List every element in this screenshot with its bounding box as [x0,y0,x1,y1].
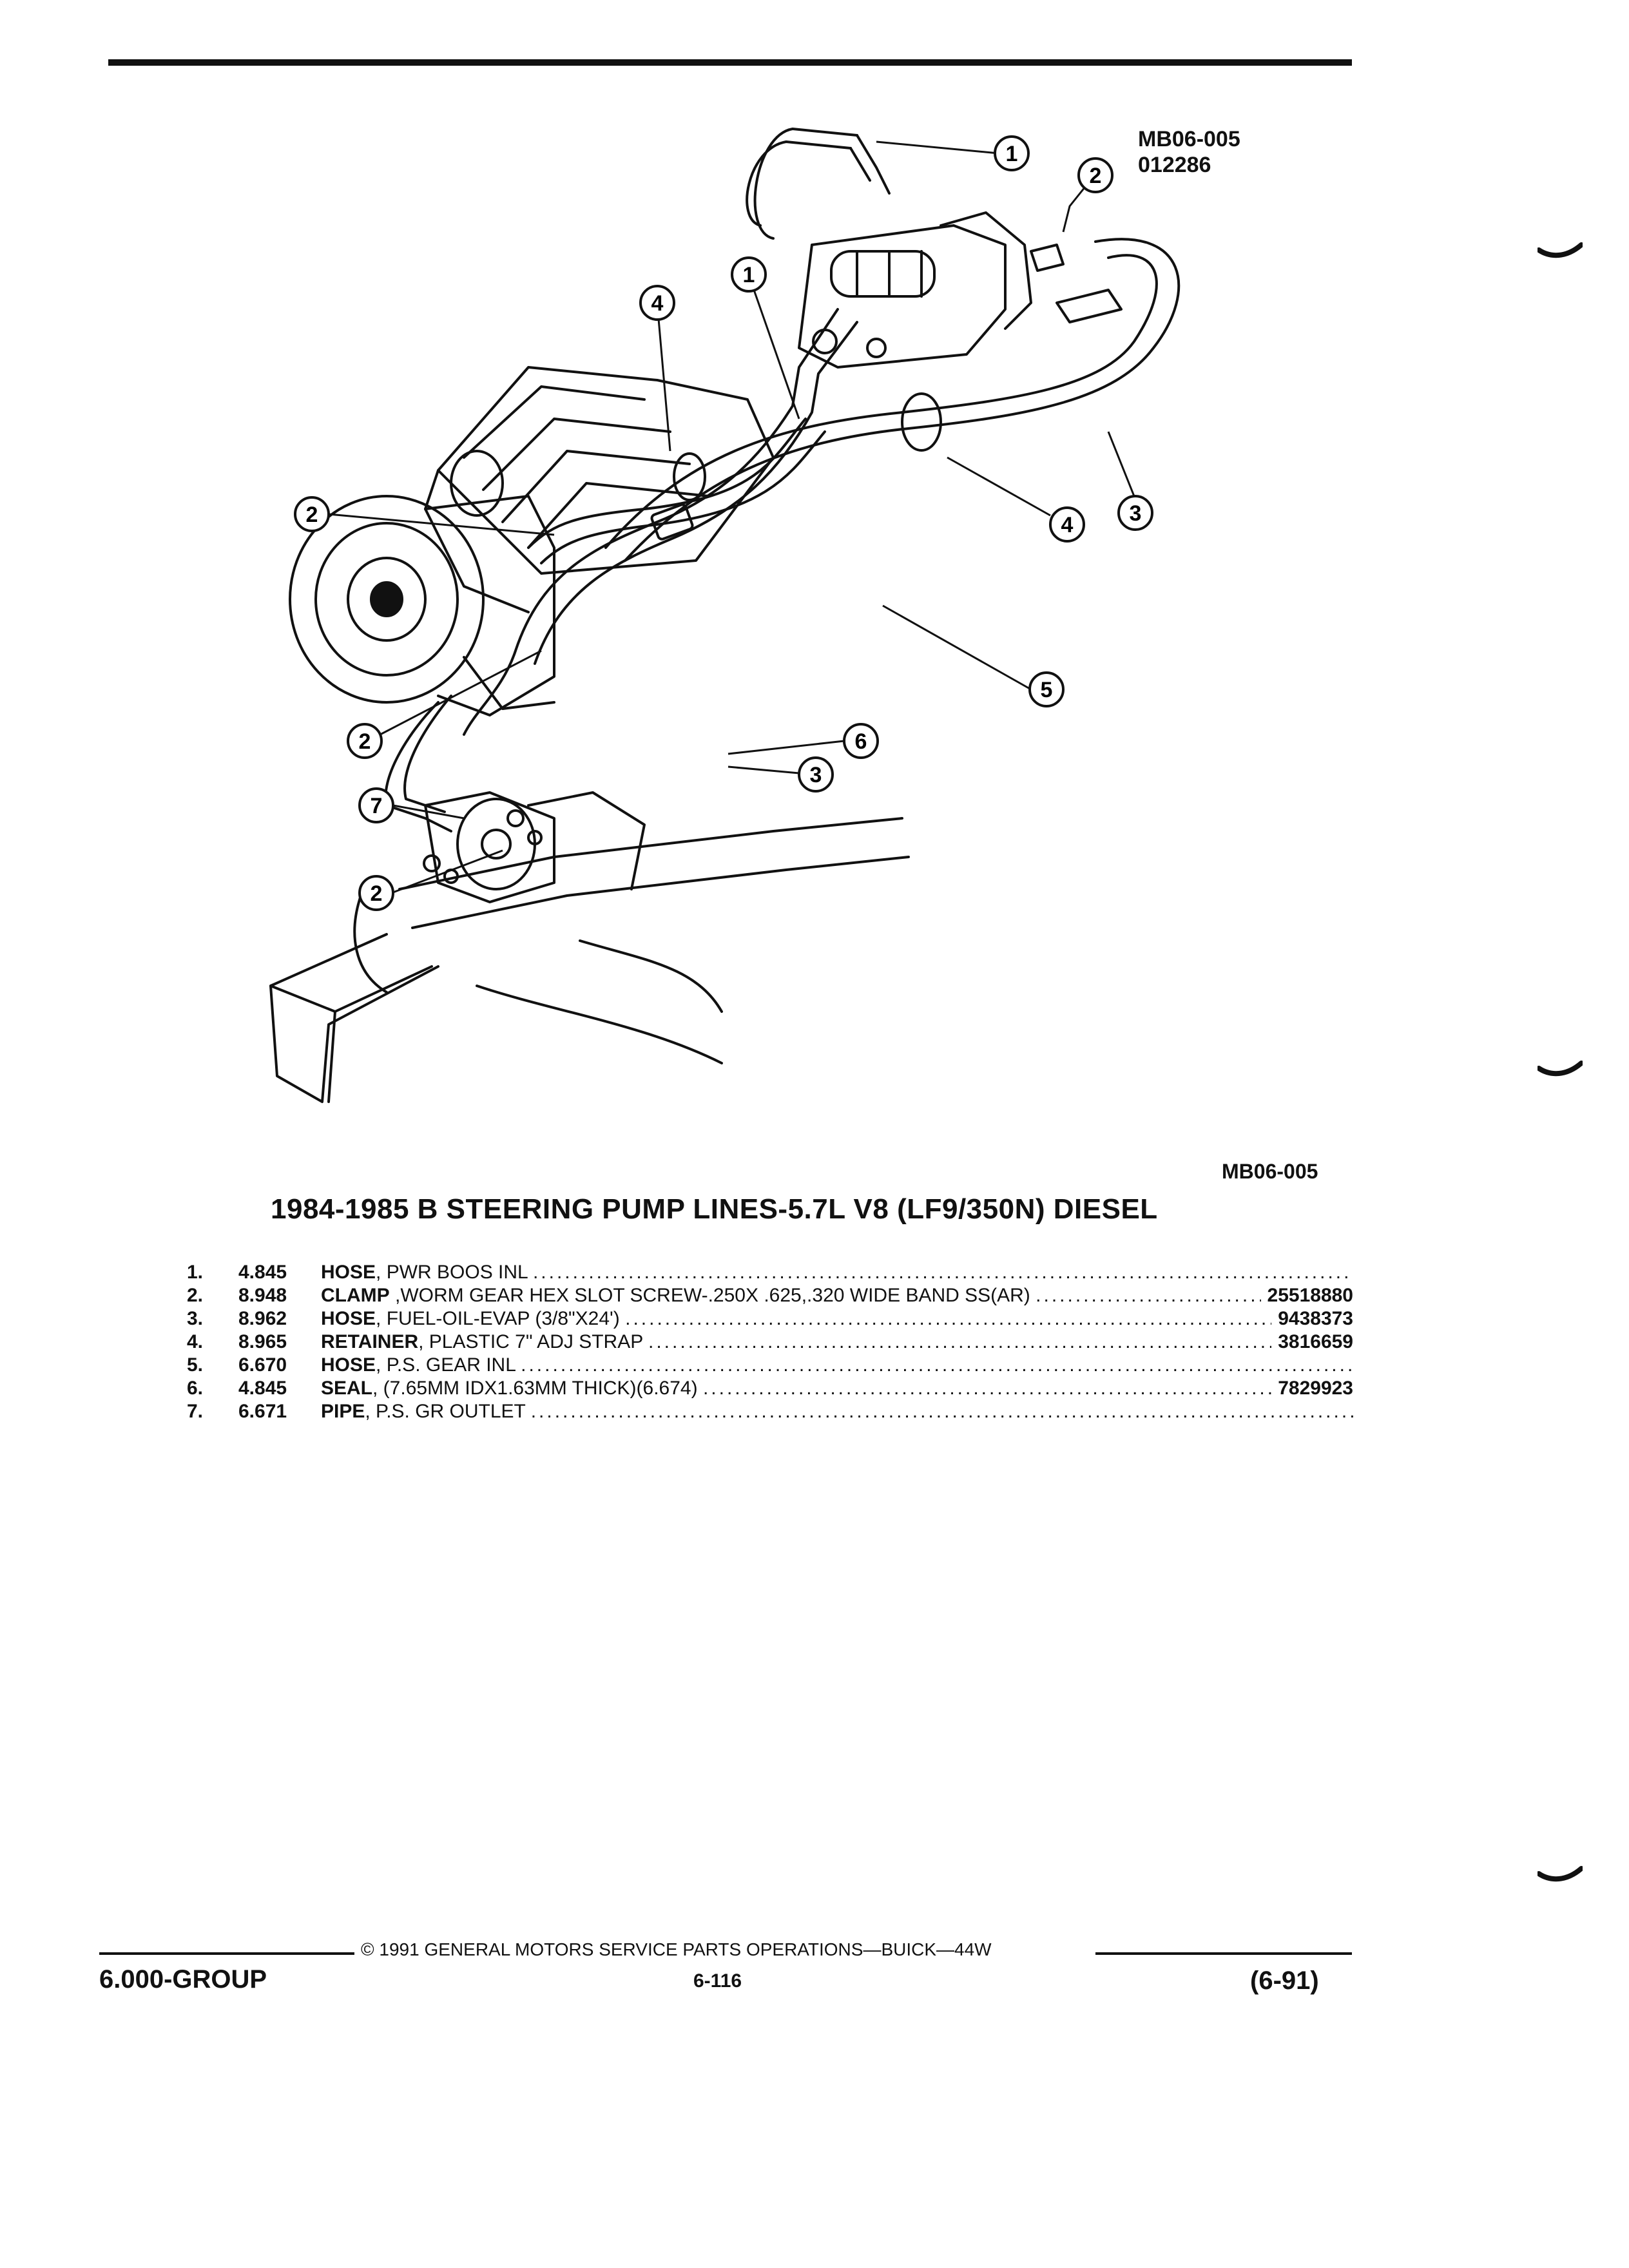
hose-fuel-oil-evap [604,254,1158,549]
part-number: 3816659 [1271,1331,1353,1353]
footer-copyright: © 1991 GENERAL MOTORS SERVICE PARTS OPER… [361,1939,992,1959]
item-number: 3. [187,1308,204,1329]
callout-3-right: 3 [1117,495,1153,531]
callout-6: 6 [843,723,879,759]
callout-2-bottom: 2 [358,875,394,911]
footer-page-number: 6-116 [693,1970,742,1992]
item-number: 7. [187,1401,204,1422]
hydroboost-unit [798,224,1007,369]
part-description: ,WORM GEAR HEX SLOT SCREW-.250X .625,.32… [389,1285,1030,1306]
item-number: 1. [187,1262,204,1283]
callout-4-left: 4 [639,285,675,321]
parts-row: 4. 8.965 RETAINER, PLASTIC 7" ADJ STRAP … [187,1331,1353,1354]
hose-ps-gear-inl [463,308,839,736]
steering-gear-box [424,791,555,903]
group-ref: 6.671 [238,1401,287,1422]
svg-text:2: 2 [359,729,371,754]
part-description: , FUEL-OIL-EVAP (3/8"X24') [376,1308,620,1329]
part-name: HOSE [321,1262,376,1283]
binder-mark [1537,1061,1583,1077]
part-number: 9438373 [1271,1308,1353,1330]
drawing-code-sub: 012286 [1138,153,1211,177]
callout-2-left: 2 [294,496,330,532]
group-ref: 6.670 [238,1354,287,1376]
item-number: 4. [187,1331,204,1352]
parts-row: 6. 4.845 SEAL, (7.65MM IDX1.63MM THICK)(… [187,1378,1353,1401]
steering-pump-lines-diagram: 1 2 1 4 2 4 3 5 [269,128,1181,1103]
top-rule [108,59,1352,66]
parts-row: 1. 4.845 HOSE, PWR BOOS INL ............… [187,1262,1353,1285]
pump-pulley [289,495,485,704]
part-description: , PWR BOOS INL [376,1262,528,1283]
part-description: , PLASTIC 7" ADJ STRAP [418,1331,643,1352]
svg-text:4: 4 [651,291,664,316]
binder-mark [1537,1866,1583,1882]
group-ref: 8.962 [238,1308,287,1329]
part-name: CLAMP [321,1285,390,1306]
footer-group: 6.000-GROUP [99,1965,267,1994]
svg-text:2: 2 [306,503,318,527]
parts-row: 7. 6.671 PIPE, P.S. GR OUTLET ..........… [187,1401,1353,1424]
callout-2-mid: 2 [347,723,383,759]
drawing-code: MB06-005 [1138,127,1240,151]
leader-dots: ........................................… [532,1262,1353,1283]
part-number: 7829923 [1271,1378,1353,1399]
parts-row: 3. 8.962 HOSE, FUEL-OIL-EVAP (3/8"X24') … [187,1308,1353,1331]
leader-dots: ........................................… [702,1378,1353,1399]
svg-text:1: 1 [1006,142,1018,166]
svg-text:7: 7 [371,794,383,818]
svg-text:3: 3 [1130,501,1142,526]
part-description: , P.S. GR OUTLET [365,1401,526,1422]
group-ref: 8.948 [238,1285,287,1306]
callout-2-top: 2 [1077,157,1113,193]
svg-text:1: 1 [743,263,755,287]
part-name: HOSE [321,1308,376,1329]
item-number: 2. [187,1285,204,1306]
callout-1-top: 1 [994,135,1030,171]
leader-dots: ........................................… [530,1401,1353,1422]
callout-7: 7 [358,787,394,823]
part-description: , (7.65MM IDX1.63MM THICK)(6.674) [372,1378,698,1399]
svg-text:3: 3 [810,763,822,787]
part-name: PIPE [321,1401,365,1422]
engine-valve-cover [437,366,775,575]
drawing-code-bottom: MB06-005 [1222,1160,1318,1183]
part-number: 25518880 [1260,1285,1353,1307]
frame-rail [398,817,910,929]
item-number: 5. [187,1354,204,1376]
svg-text:4: 4 [1061,513,1074,537]
part-name: SEAL [321,1378,373,1399]
item-number: 6. [187,1378,204,1399]
footer-date: (6-91) [1250,1966,1319,1995]
pump-body [424,495,555,716]
svg-text:5: 5 [1041,678,1053,702]
footer-rule-right [1095,1952,1352,1955]
part-description: , P.S. GEAR INL [376,1354,516,1376]
group-ref: 4.845 [238,1262,287,1283]
callout-1-mid: 1 [731,256,767,293]
parts-row: 2. 8.948 CLAMP ,WORM GEAR HEX SLOT SCREW… [187,1285,1353,1308]
group-ref: 8.965 [238,1331,287,1352]
callout-3-low: 3 [798,756,834,793]
part-name: HOSE [321,1354,376,1376]
binder-mark [1537,242,1583,258]
callout-4-right: 4 [1049,506,1085,543]
group-ref: 4.845 [238,1378,287,1399]
leader-dots: ........................................… [521,1354,1353,1376]
part-name: RETAINER [321,1331,419,1352]
hose-pwr-boos-inl [527,418,807,549]
svg-text:2: 2 [1090,164,1102,188]
svg-text:6: 6 [855,729,867,754]
svg-text:2: 2 [371,881,383,906]
retainer-strap [901,392,942,452]
callout-5: 5 [1028,671,1065,707]
leader-dots: ........................................… [625,1308,1353,1329]
footer-rule-left [99,1952,354,1955]
parts-row: 5. 6.670 HOSE, P.S. GEAR INL ...........… [187,1354,1353,1378]
leader-dots: ........................................… [648,1331,1353,1352]
page-title: 1984-1985 B STEERING PUMP LINES-5.7L V8 … [271,1193,1158,1225]
